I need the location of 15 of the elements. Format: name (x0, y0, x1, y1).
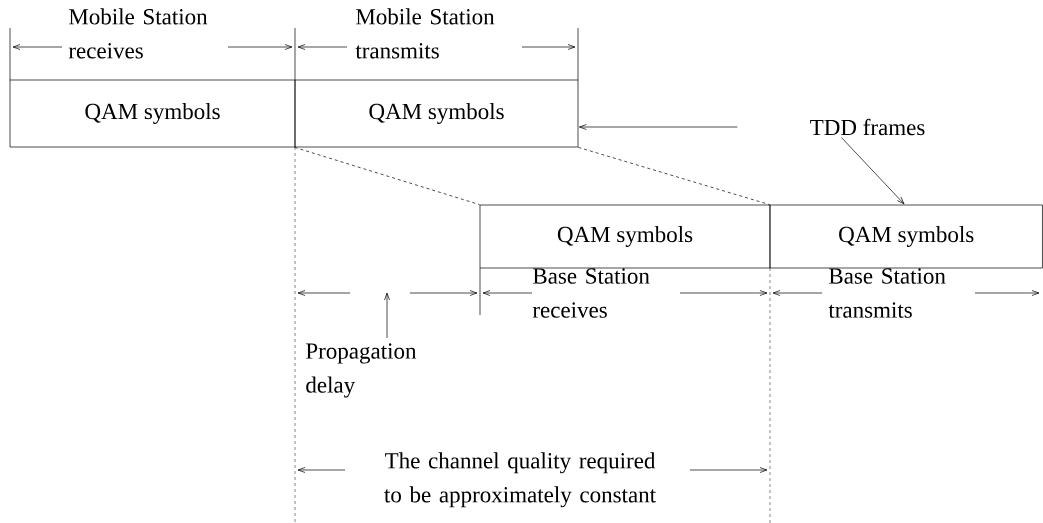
projection-line (294, 147, 480, 205)
callout-text: TDD frames (810, 118, 925, 136)
dimension-label: Base Station receives (532, 268, 650, 318)
dimension-label: The channel quality required to be approximately constant (384, 452, 656, 508)
frame-box: QAM symbols (9, 79, 296, 148)
leader-line (579, 124, 738, 130)
dimension-label: Propagation delay (306, 343, 417, 398)
frame-box: QAM symbols (294, 79, 579, 148)
dimension-label: Mobile Station transmits (355, 8, 495, 59)
frame-box: QAM symbols (769, 204, 1043, 269)
dimension-label: Mobile Station receives (68, 8, 208, 59)
frame-box: QAM symbols (479, 204, 771, 269)
dimension-label: Base Station transmits (828, 268, 946, 318)
leader-line (841, 137, 905, 205)
projection-line (578, 147, 770, 205)
